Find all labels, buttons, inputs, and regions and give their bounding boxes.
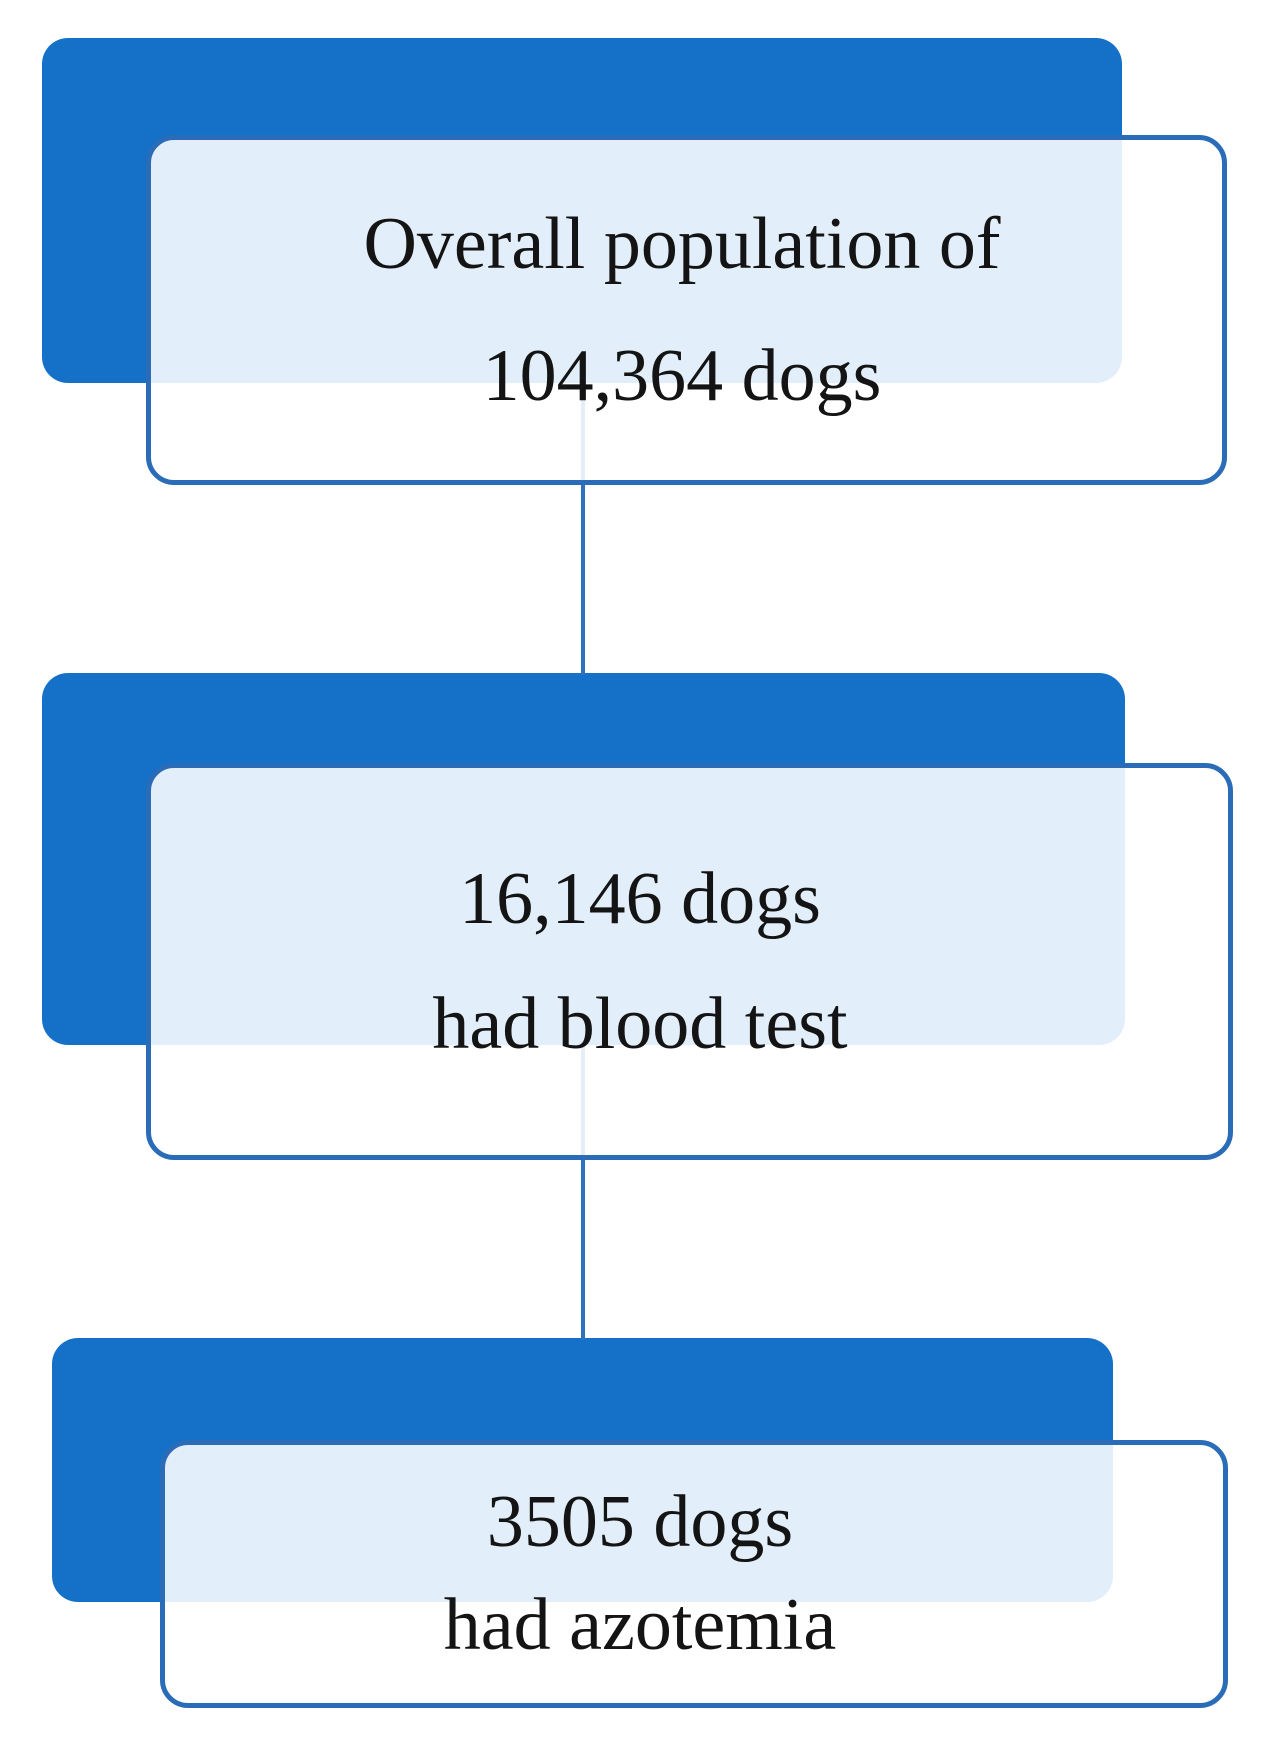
- node-card: [160, 1440, 1228, 1708]
- node-card: [146, 763, 1233, 1160]
- connector-line-1: [581, 383, 585, 675]
- connector-line-2: [581, 1045, 585, 1340]
- node-card: [146, 135, 1227, 485]
